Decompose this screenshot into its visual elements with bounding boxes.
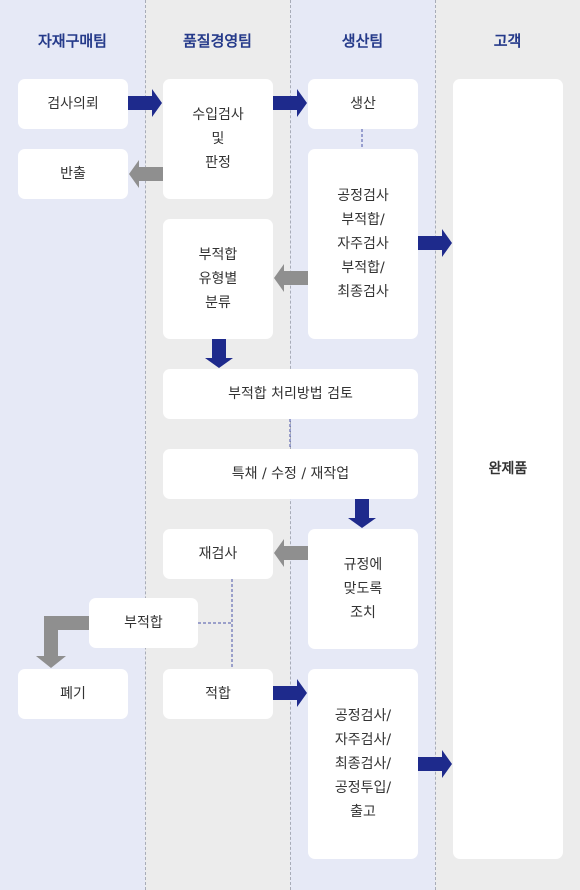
arrow-right [418, 229, 452, 257]
box-regulatory-action: 규정에 맞도록 조치 [308, 529, 418, 649]
lane-divider [145, 0, 146, 890]
arrow-elbow [36, 616, 89, 668]
arrow-right [273, 89, 307, 117]
box-incoming-inspection: 수입검사 및 판정 [163, 79, 273, 199]
lane-title-purchasing: 자재구매팀 [37, 32, 107, 50]
box-disposition-review: 부적합 처리방법 검토 [163, 369, 418, 419]
arrow-left [274, 539, 308, 567]
lane-divider [435, 0, 436, 890]
arrow-left [274, 264, 308, 292]
lane-title-production: 생산팀 [341, 32, 384, 50]
box-production: 생산 [308, 79, 418, 129]
box-final-flow: 공정검사/ 자주검사/ 최종검사/ 공정투입/ 출고 [308, 669, 418, 859]
arrow-right [273, 679, 307, 707]
box-inspection-flow: 공정검사 부적합/ 자주검사 부적합/ 최종검사 [308, 149, 418, 339]
box-inspection-request: 검사의뢰 [18, 79, 128, 129]
arrow-left [129, 160, 163, 188]
box-finished-product: 완제품 [453, 79, 563, 859]
lane-purchasing: 자재구매팀 [0, 0, 145, 890]
box-nonconforming-classification: 부적합 유형별 분류 [163, 219, 273, 339]
lane-title-quality: 품질경영팀 [182, 32, 252, 50]
box-disposal: 폐기 [18, 669, 128, 719]
box-special-action: 특채 / 수정 / 재작업 [163, 449, 418, 499]
arrow-right [418, 750, 452, 778]
box-nonconforming: 부적합 [89, 598, 198, 648]
arrow-down [348, 499, 376, 528]
box-reinspection: 재검사 [163, 529, 273, 579]
box-return: 반출 [18, 149, 128, 199]
box-conforming: 적합 [163, 669, 273, 719]
arrow-right [128, 89, 162, 117]
arrow-down [205, 339, 233, 368]
lane-title-customer: 고객 [493, 32, 522, 50]
